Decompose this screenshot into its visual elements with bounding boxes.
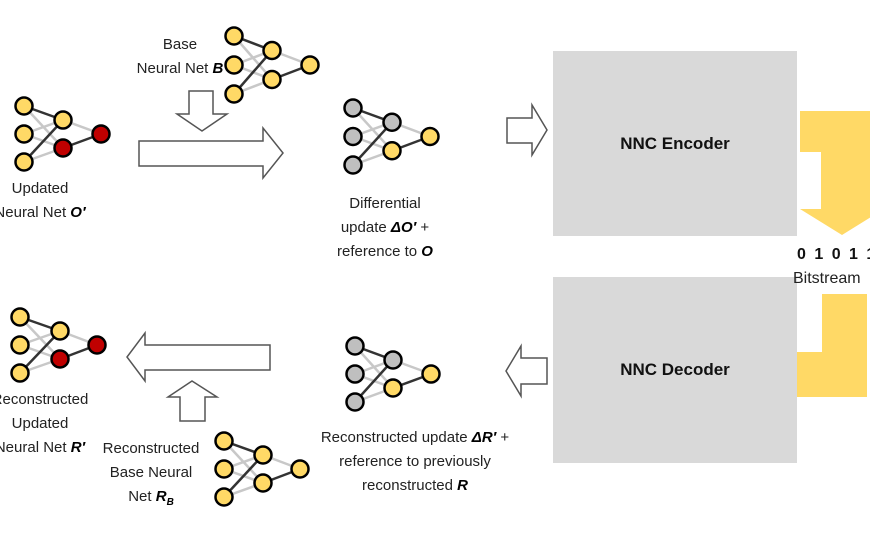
differential-label-prefix: update [340, 219, 391, 236]
differential-label-line1: Differential [349, 195, 421, 212]
reconstructed-updated-prefix: Neural Net [0, 439, 71, 456]
reconstructed-base-line2: Base Neural [109, 464, 193, 481]
arrow-right-to-encoder [506, 102, 548, 158]
net-node-yellow [262, 69, 282, 90]
net-node-red [91, 124, 111, 144]
updated-net-label-prefix: Neural Net [0, 204, 71, 221]
updated-net-label-line1: Updated [11, 180, 69, 197]
arrow-right-to-differential [138, 125, 284, 181]
base-net-label: Base Neural Net B [120, 33, 240, 81]
differential-label: Differential update ΔO′ + reference to O [315, 192, 455, 264]
net-node-yellow [10, 363, 30, 383]
neural-net-reconstructed-base-net [214, 431, 310, 507]
nnc-encoder-label: NNC Encoder [620, 133, 730, 153]
differential-symbol: ΔO′ [390, 219, 417, 236]
net-node-gray [383, 350, 403, 370]
net-node-yellow [300, 55, 320, 75]
net-node-yellow [421, 364, 441, 384]
arrow-left-to-reconstructed [126, 330, 271, 384]
arrow-left-from-decoder [505, 343, 548, 399]
reconstructed-base-subscript: B [166, 497, 174, 508]
reconstructed-update-suffix: + [496, 429, 510, 446]
differential-label-suffix: + [416, 219, 430, 236]
net-node-yellow [382, 141, 402, 161]
net-node-yellow [253, 445, 273, 465]
reconstructed-updated-label: Reconstructed Updated Neural Net R′ [0, 388, 105, 460]
base-net-label-prefix: Neural Net [136, 60, 213, 77]
net-node-yellow [50, 321, 70, 341]
reconstructed-update-label: Reconstructed update ΔR′ + reference to … [290, 426, 540, 498]
net-node-yellow [383, 378, 403, 398]
net-node-yellow [420, 126, 440, 147]
differential-ref-symbol: O [421, 243, 433, 260]
reconstructed-base-symbol: R [155, 488, 167, 505]
net-node-gray [345, 336, 365, 356]
neural-net-base-net-b [224, 26, 320, 104]
net-node-yellow [262, 40, 282, 61]
net-node-gray [345, 364, 365, 384]
net-node-yellow [224, 84, 244, 104]
net-node-gray [345, 392, 365, 412]
reconstructed-update-line3: reconstructed [362, 477, 458, 494]
net-node-yellow [214, 459, 234, 479]
updated-net-symbol: O′ [70, 204, 86, 221]
bitstream-label: Bitstream [793, 270, 861, 287]
arrow-down-base-net [174, 90, 230, 132]
net-node-yellow [253, 473, 273, 493]
net-node-yellow [10, 307, 30, 327]
reconstructed-base-prefix: Net [128, 488, 156, 505]
base-net-symbol: B [212, 60, 224, 77]
nnc-decoder-label: NNC Decoder [620, 360, 730, 379]
neural-net-differential-net [343, 98, 440, 175]
reconstructed-update-ref-symbol: R [457, 477, 468, 494]
reconstructed-update-symbol: ΔR′ [471, 429, 497, 446]
net-node-yellow [290, 459, 310, 479]
net-node-gray [343, 126, 363, 147]
net-node-yellow [14, 96, 34, 116]
net-node-yellow [224, 26, 244, 46]
reconstructed-updated-line2: Updated [11, 415, 69, 432]
arrow-up-reconstructed-base [165, 380, 220, 422]
reconstructed-updated-symbol: R′ [70, 439, 86, 456]
base-net-label-line1: Base [162, 36, 198, 53]
net-node-gray [382, 112, 402, 132]
net-node-gray [343, 155, 363, 175]
net-node-yellow [10, 335, 30, 355]
reconstructed-update-line2: reference to previously [339, 453, 491, 470]
net-node-yellow [14, 152, 34, 172]
net-node-red [53, 138, 73, 158]
net-node-gray [343, 98, 363, 118]
nnc-decoder-box: NNC Decoder [553, 277, 797, 463]
bitstream-bits: 0 1 0 1 1 [797, 246, 870, 263]
updated-net-label: Updated Neural Net O′ [0, 177, 105, 225]
reconstructed-base-label: Reconstructed Base Neural Net RB [90, 437, 212, 515]
nnc-encoder-box: NNC Encoder [553, 51, 797, 236]
reconstructed-update-prefix: Reconstructed update [320, 429, 472, 446]
net-node-yellow [224, 55, 244, 75]
net-node-red [87, 335, 107, 355]
neural-net-reconstructed-updated-net [10, 307, 107, 383]
neural-net-updated-net-o-prime [14, 96, 111, 172]
neural-net-reconstructed-update-net [345, 336, 441, 412]
differential-label-line3: reference to [337, 243, 422, 260]
bitstream-arrow-decoder-in [776, 294, 867, 410]
net-node-red [50, 349, 70, 369]
bitstream-arrow-encoder-out [800, 111, 870, 235]
reconstructed-updated-line1: Reconstructed [0, 391, 89, 408]
reconstructed-base-line1: Reconstructed [102, 440, 200, 457]
net-node-yellow [14, 124, 34, 144]
net-node-yellow [53, 110, 73, 130]
net-node-yellow [214, 431, 234, 451]
net-node-yellow [214, 487, 234, 507]
